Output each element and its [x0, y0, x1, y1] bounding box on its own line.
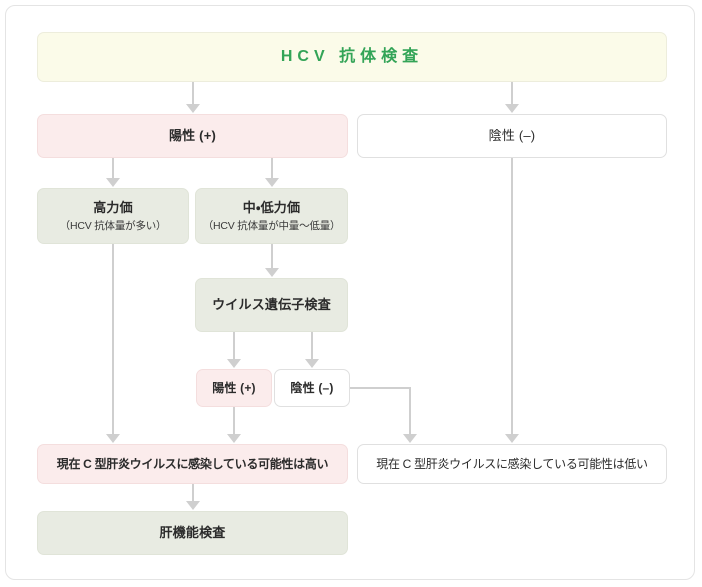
node-sublabel: （HCV 抗体量が多い） — [59, 219, 167, 232]
connector-hightiter-to-resulthigh — [106, 244, 120, 444]
node-liver-function-test[interactable]: 肝機能検査 — [37, 511, 348, 555]
node-high-titer[interactable]: 高力価 （HCV 抗体量が多い） — [37, 188, 189, 244]
node-result-low-probability[interactable]: 現在 C 型肝炎ウイルスに感染している可能性は低い — [357, 444, 667, 484]
connector-genetest-to-negative2 — [305, 332, 319, 369]
node-label: 陰性 (–) — [488, 128, 536, 144]
arrow-head-icon — [505, 434, 519, 443]
node-label: 陰性 (–) — [290, 380, 334, 395]
node-gene-positive[interactable]: 陽性 (+) — [196, 369, 272, 407]
node-label: 肝機能検査 — [159, 525, 226, 541]
arrow-head-icon — [227, 359, 241, 368]
flowchart-container: HCV 抗体検査 陽性 (+) 陰性 (–) 高力価 （HCV 抗体量が多い） … — [5, 5, 695, 580]
node-hcv-antibody-test[interactable]: HCV 抗体検査 — [37, 32, 667, 82]
node-antibody-negative[interactable]: 陰性 (–) — [357, 114, 667, 158]
connector-positive2-to-resulthigh — [227, 407, 241, 444]
connector-title-to-negative1 — [505, 82, 519, 114]
connector-negative1-to-resultlow — [505, 158, 519, 444]
node-result-high-probability[interactable]: 現在 C 型肝炎ウイルスに感染している可能性は高い — [37, 444, 348, 484]
node-label: 現在 C 型肝炎ウイルスに感染している可能性は高い — [56, 456, 329, 471]
node-label: 陽性 (+) — [168, 128, 217, 144]
arrow-head-icon — [106, 178, 120, 187]
node-label: 高力価 — [93, 200, 133, 216]
arrow-head-icon — [403, 434, 417, 443]
node-label: 陽性 (+) — [212, 380, 256, 395]
node-mid-low-titer[interactable]: 中・低力価 （HCV 抗体量が中量〜低量） — [195, 188, 348, 244]
arrow-head-icon — [505, 104, 519, 113]
arrow-head-icon — [305, 359, 319, 368]
node-gene-negative[interactable]: 陰性 (–) — [274, 369, 350, 407]
node-label: ウイルス遺伝子検査 — [212, 297, 331, 313]
node-label: 現在 C 型肝炎ウイルスに感染している可能性は低い — [376, 456, 648, 471]
node-label: HCV 抗体検査 — [280, 48, 424, 66]
connector-title-to-positive1 — [186, 82, 200, 114]
node-label: 中・低力価 — [242, 200, 301, 216]
node-virus-gene-test[interactable]: ウイルス遺伝子検査 — [195, 278, 348, 332]
connector-negative2-to-resultlow — [350, 381, 422, 444]
connector-positive1-to-midlow — [265, 158, 279, 188]
arrow-head-icon — [265, 268, 279, 277]
arrow-head-icon — [265, 178, 279, 187]
connector-genetest-to-positive2 — [227, 332, 241, 369]
arrow-head-icon — [186, 104, 200, 113]
node-antibody-positive[interactable]: 陽性 (+) — [37, 114, 348, 158]
connector-resulthigh-to-livertest — [186, 484, 200, 511]
node-sublabel: （HCV 抗体量が中量〜低量） — [202, 219, 341, 232]
connector-positive1-to-hightiter — [106, 158, 120, 188]
arrow-head-icon — [186, 501, 200, 510]
arrow-head-icon — [106, 434, 120, 443]
arrow-head-icon — [227, 434, 241, 443]
connector-midlow-to-genetest — [265, 244, 279, 278]
